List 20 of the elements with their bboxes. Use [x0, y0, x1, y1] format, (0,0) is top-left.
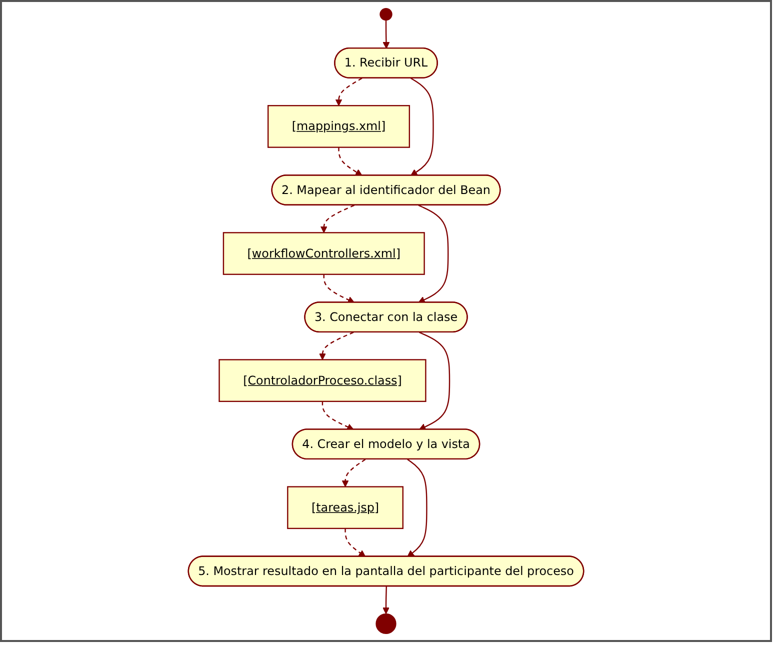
- node-box: [tareas.jsp]: [287, 486, 404, 530]
- arrow: [382, 586, 390, 614]
- arrow: [342, 458, 366, 488]
- arrow: [318, 332, 354, 360]
- node-box: [ControladorProceso.class]: [218, 359, 426, 402]
- arrow: [410, 78, 434, 176]
- arrow: [344, 528, 366, 557]
- arrow: [418, 332, 450, 430]
- node-bullseye: [376, 613, 396, 634]
- node-box: [mappings.xml]: [267, 105, 410, 148]
- node-circle: [380, 8, 392, 21]
- arrow: [323, 274, 355, 304]
- node-box: [workflowControllers.xml]: [222, 232, 425, 275]
- arrow: [418, 204, 449, 303]
- arrow: [382, 20, 390, 49]
- arrow: [338, 147, 362, 176]
- arrow: [407, 458, 428, 557]
- arrow: [322, 401, 354, 430]
- arrow: [335, 78, 362, 106]
- arrow: [320, 204, 355, 233]
